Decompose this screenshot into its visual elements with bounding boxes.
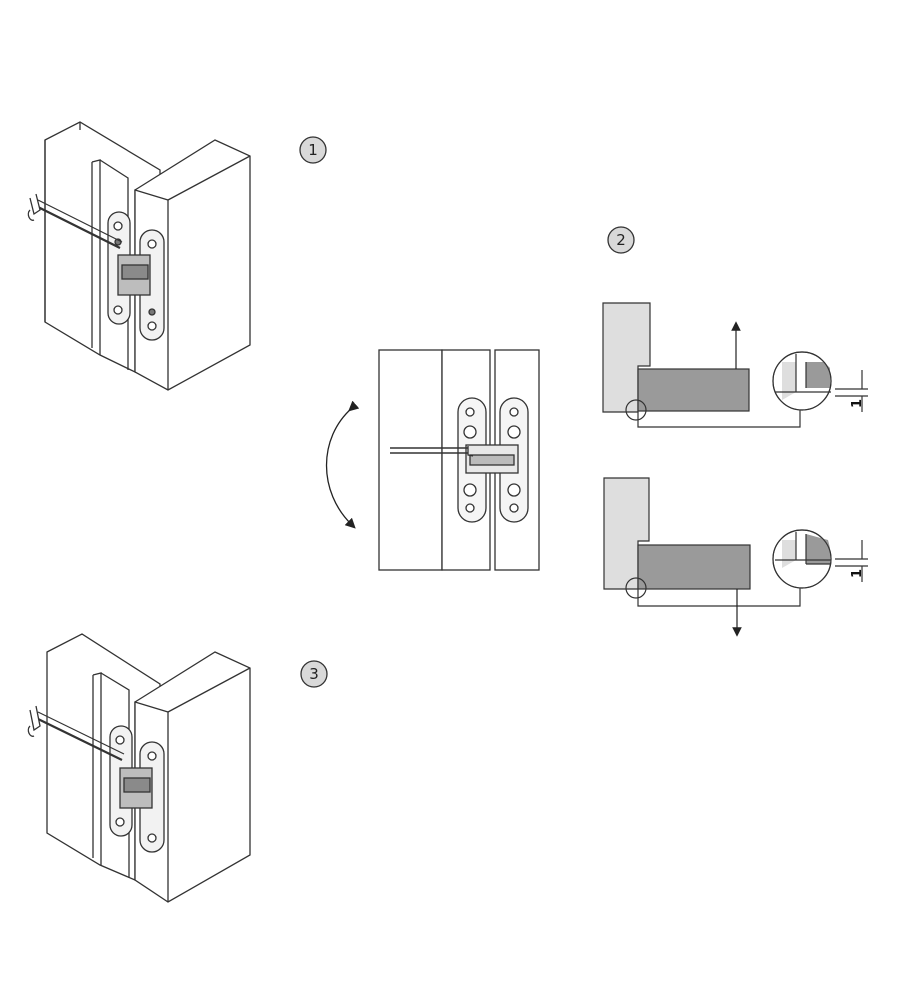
step1-number: 1 <box>308 141 318 159</box>
rotation-arrow <box>326 400 360 529</box>
section-door-up <box>602 302 868 428</box>
step3-isometric-view <box>27 633 251 903</box>
step3-badge: 3 <box>300 660 328 688</box>
dimension-up-value: 1 <box>850 399 865 408</box>
step1-isometric-view <box>27 121 251 391</box>
step1-badge: 1 <box>299 136 327 164</box>
center-front-view <box>378 349 540 571</box>
dimension-down-value: 1 <box>850 569 865 578</box>
step3-number: 3 <box>309 665 319 683</box>
step2-badge: 2 <box>607 226 635 254</box>
step2-number: 2 <box>616 231 626 249</box>
section-door-down <box>603 477 868 637</box>
